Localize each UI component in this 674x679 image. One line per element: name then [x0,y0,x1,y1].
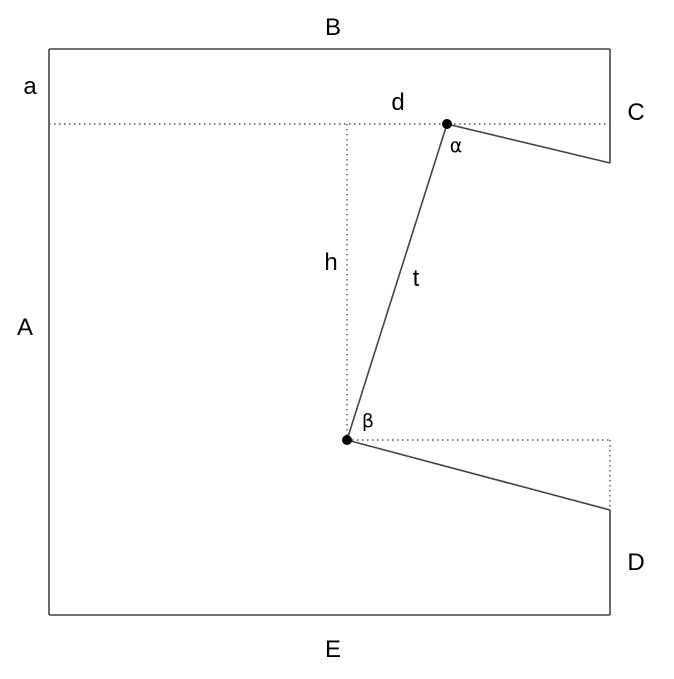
label-h: h [324,249,337,276]
label-t: t [413,265,420,292]
segment-t [346,123,448,441]
label-alpha: α [450,135,463,157]
segment-lower-to-d [346,439,611,511]
label-a-small: a [23,73,37,100]
label-beta: β [362,410,374,432]
label-b: B [325,14,341,41]
label-e: E [325,636,341,663]
label-d-capital: D [627,549,644,576]
label-c: C [627,99,644,126]
segment-upper-to-c [446,123,611,164]
point-upper [442,119,452,129]
point-lower [342,435,352,445]
label-a-capital: A [17,314,33,341]
label-d-small: d [391,89,404,116]
